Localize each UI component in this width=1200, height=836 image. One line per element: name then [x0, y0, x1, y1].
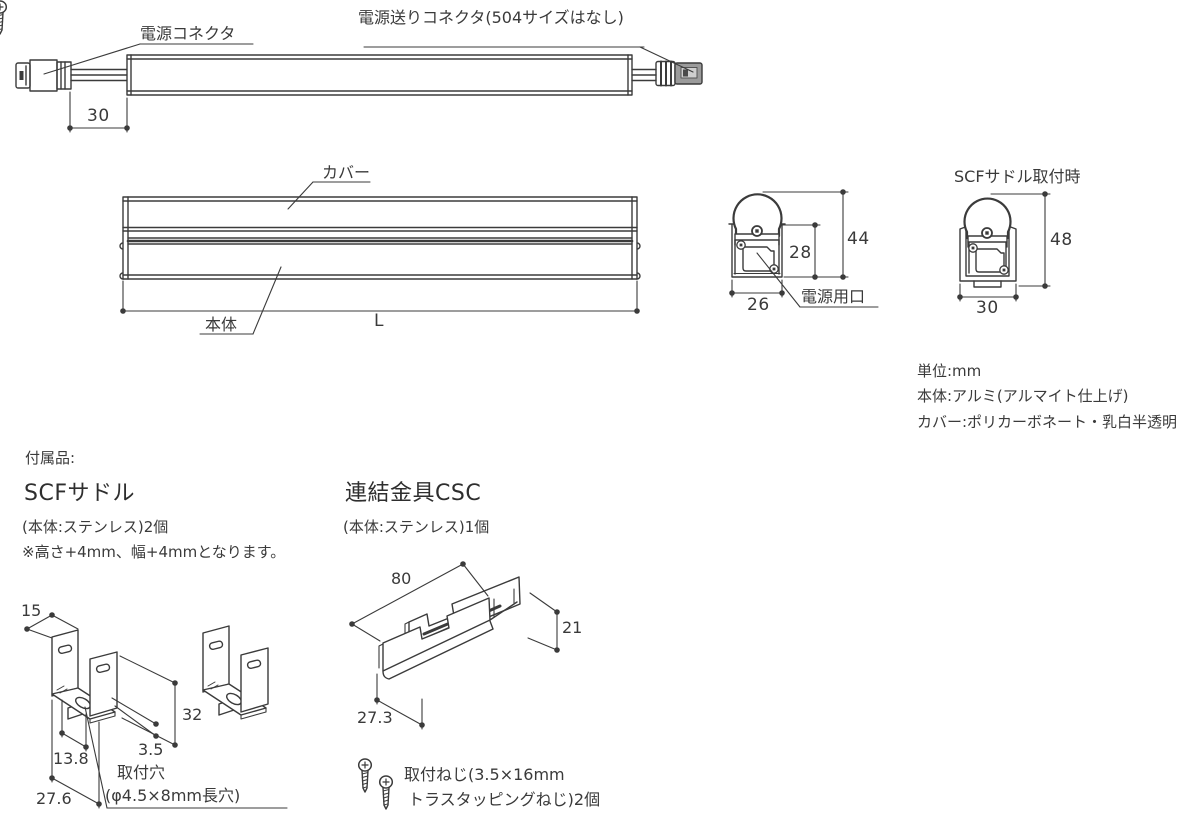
dim-saddle-3-5: 3.5	[138, 740, 164, 759]
scf-saddle-dims	[26, 614, 288, 809]
screw-note-1: 取付ねじ(3.5×16mm	[404, 765, 565, 784]
material-notes: 単位:mm 本体:アルミ(アルマイト仕上げ) カバー:ポリカーボネート・乳白半透…	[917, 362, 1178, 439]
screw-note-2: トラスタッピングねじ)2個	[408, 790, 601, 809]
dim-length-L: L	[374, 311, 384, 331]
power-port-label: 電源用口	[801, 287, 866, 306]
front-view-drawing	[119, 181, 641, 335]
dim-height-44: 44	[847, 229, 870, 249]
cross-section-saddle-drawing	[957, 191, 1051, 302]
dim-offset-30: 30	[87, 106, 110, 126]
dim-width-30: 30	[976, 298, 999, 318]
feed-connector-label: 電源送りコネクタ(504サイズはなし)	[358, 8, 624, 27]
power-connector-label: 電源コネクタ	[140, 24, 236, 43]
csc-bracket-drawing	[349, 561, 560, 730]
dim-saddle-13-8: 13.8	[53, 749, 89, 768]
dim-saddle-15: 15	[21, 601, 42, 620]
note-cover-material: カバー:ポリカーボネート・乳白半透明	[917, 412, 1178, 431]
mounting-hole-label-2: (φ4.5×8mm長穴)	[105, 786, 241, 805]
dim-csc-21: 21	[562, 618, 583, 637]
dim-csc-80: 80	[391, 569, 412, 588]
mounting-hole-label-1: 取付穴	[117, 763, 166, 782]
cover-label: カバー	[322, 163, 371, 182]
saddle-mounted-title: SCFサドル取付時	[954, 167, 1081, 186]
csc-joint-spec: (本体:ステンレス)1個	[343, 518, 490, 536]
screw-icon	[0, 0, 8, 35]
dim-saddle-32: 32	[182, 705, 203, 724]
note-body-material: 本体:アルミ(アルマイト仕上げ)	[917, 387, 1129, 406]
dim-width-26: 26	[747, 295, 770, 315]
accessories-heading: 付属品:	[25, 449, 76, 467]
dim-inner-28: 28	[789, 243, 812, 263]
body-label: 本体	[205, 315, 238, 334]
scf-saddle-note: ※高さ+4mm、幅+4mmとなります。	[22, 543, 286, 561]
scf-saddle-bracket	[51, 629, 118, 724]
note-unit: 単位:mm	[917, 362, 982, 380]
dim-saddle-27-6: 27.6	[36, 789, 72, 808]
dim-csc-27-3: 27.3	[357, 708, 393, 727]
dim-height-48: 48	[1050, 230, 1073, 250]
scf-saddle-spec: (本体:ステンレス)2個	[22, 518, 169, 536]
scf-saddle-title: SCFサドル	[24, 481, 135, 506]
csc-joint-title: 連結金具CSC	[345, 481, 482, 506]
top-view-drawing	[15, 43, 703, 133]
cross-section-drawing	[728, 189, 879, 308]
